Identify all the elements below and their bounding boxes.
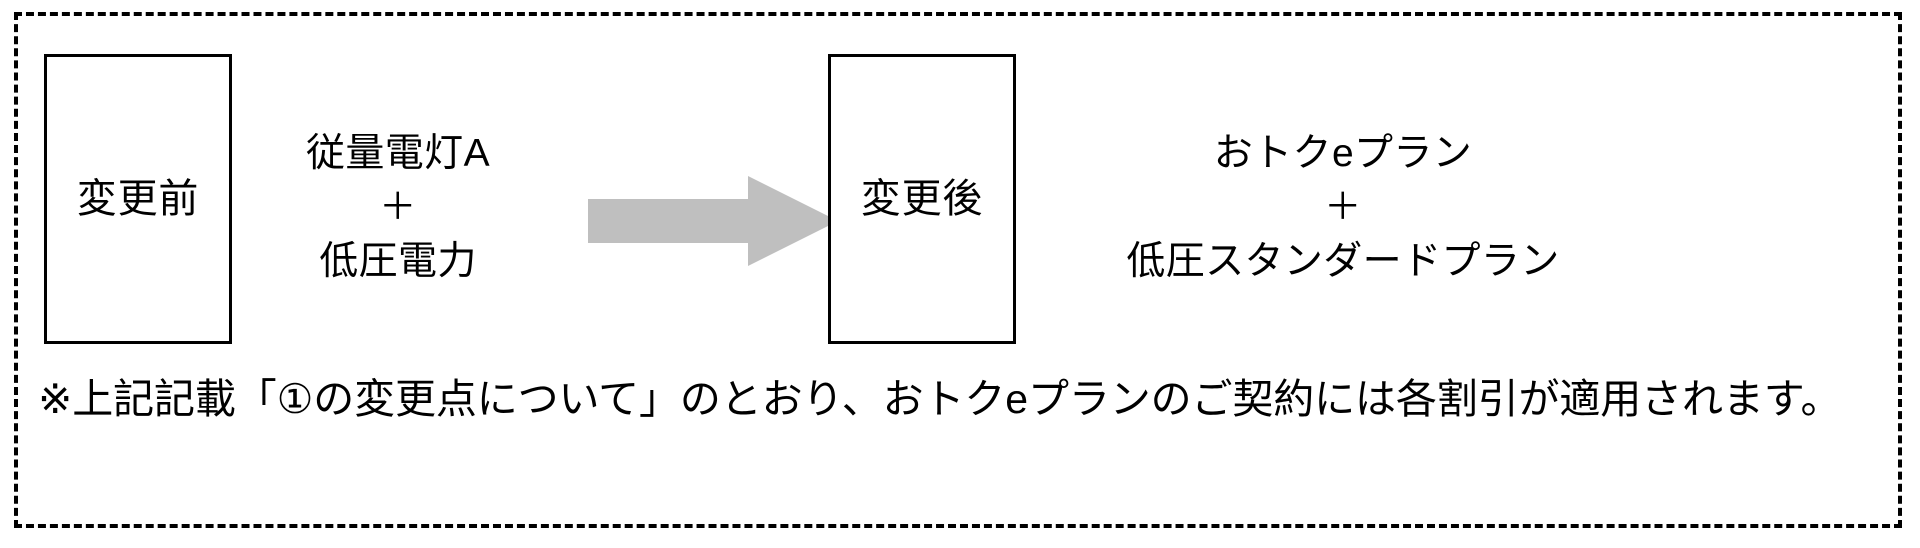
after-plan-list: おトクeプラン ＋ 低圧スタンダードプラン [993, 126, 1693, 289]
before-plan-list: 従量電灯A ＋ 低圧電力 [208, 126, 588, 289]
after-state-label: 変更後 [860, 177, 984, 221]
after-plan-plus-sign: ＋ [1324, 186, 1362, 228]
before-state-box: 変更前 [44, 54, 232, 344]
before-plan-line-2: 低圧電力 [319, 239, 477, 283]
after-state-box: 変更後 [828, 54, 1016, 344]
right-arrow-icon [588, 176, 838, 266]
after-plan-line-2: 低圧スタンダードプラン [1126, 239, 1560, 283]
plan-comparison-row: 変更前 従量電灯A ＋ 低圧電力 変更後 おトクeプラン ＋ [18, 16, 1898, 416]
dashed-outer-frame: 変更前 従量電灯A ＋ 低圧電力 変更後 おトクeプラン ＋ [14, 12, 1902, 528]
after-plan-line-1: おトクeプラン [1213, 132, 1473, 175]
footnote-text: ※上記記載「①の変更点について」のとおり、おトクeプランのご契約には各割引が適用… [38, 376, 1842, 422]
before-plan-plus-sign: ＋ [379, 186, 417, 228]
before-state-label: 変更前 [76, 177, 200, 221]
before-plan-line-1: 従量電灯A [306, 132, 490, 175]
